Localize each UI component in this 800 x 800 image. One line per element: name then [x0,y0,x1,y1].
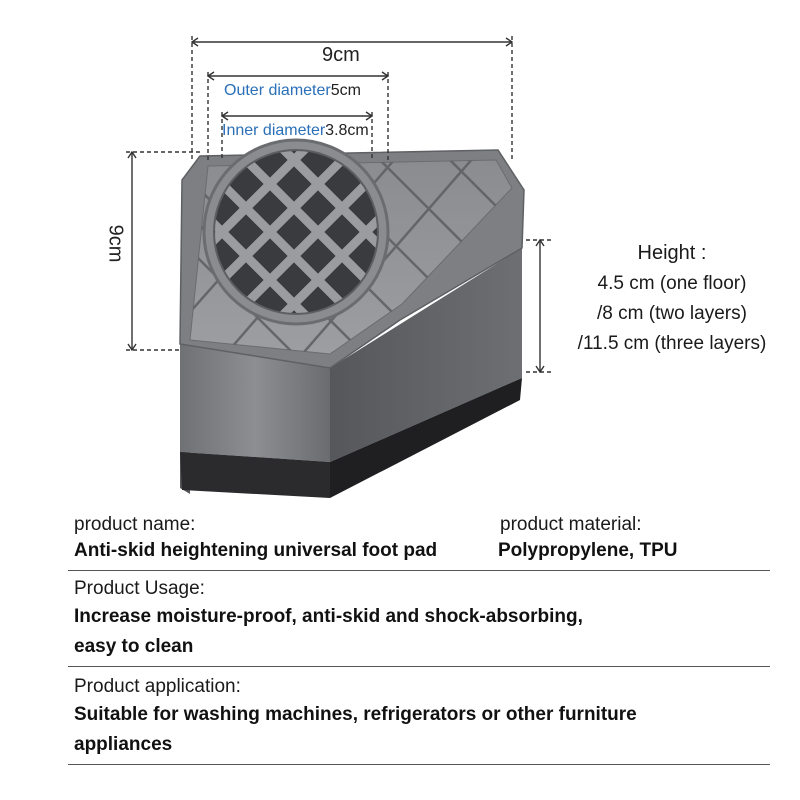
product-name-value: Anti-skid heightening universal foot pad [74,540,438,561]
outer-diameter-text: Outer diameter [224,82,331,99]
outer-diameter-label: Outer diameter5cm [224,82,361,100]
width-label: 9cm [322,44,360,66]
divider-2 [68,666,770,667]
divider-1 [68,570,770,571]
pad-base-right [330,378,522,498]
inner-diameter-text: Inner diameter [222,122,326,139]
pad-right-face [330,248,522,462]
height-title: Height : [637,242,707,264]
product-usage-value-2: easy to clean [74,636,194,657]
height-line-2: /8 cm (two layers) [597,303,747,324]
product-application-value-2: appliances [74,734,173,755]
height-specs: Height : 4.5 cm (one floor) /8 cm (two l… [552,242,792,355]
dimension-lines [126,36,552,374]
product-application-label: Product application: [74,676,241,697]
pad-front-face [180,344,330,462]
product-name-label: product name: [74,514,196,535]
product-material-label: product material: [500,514,642,535]
divider-3 [68,764,770,765]
height-line-3: /11.5 cm (three layers) [577,333,767,354]
pad-base-front [180,452,330,498]
drain-grid [202,138,390,326]
height-line-1: 4.5 cm (one floor) [597,273,747,294]
depth-label: 9cm [104,224,127,263]
product-application-value-1: Suitable for washing machines, refrigera… [74,704,637,725]
product-usage-label: Product Usage: [74,578,205,599]
product-material-value: Polypropylene, TPU [498,540,678,561]
product-usage-value-1: Increase moisture-proof, anti-skid and s… [74,606,583,627]
outer-diameter-value: 5cm [330,82,361,99]
inner-diameter-label: Inner diameter3.8cm [222,122,369,140]
inner-diameter-value: 3.8cm [325,122,369,139]
